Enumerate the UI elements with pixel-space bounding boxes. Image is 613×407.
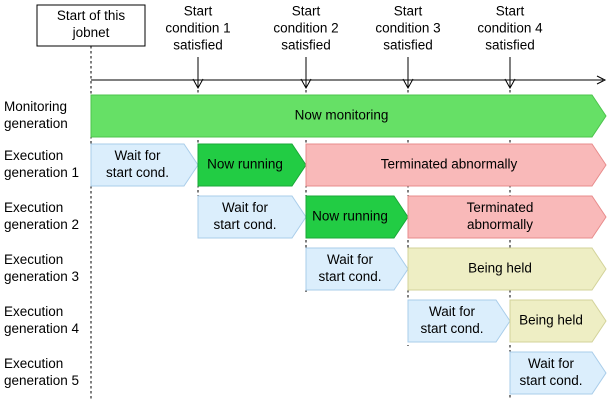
state-label-wait-line: start cond. <box>519 373 582 388</box>
state-label-wait-line: Wait for <box>222 200 269 215</box>
timeline-header: Start of this jobnet Start condition 1 satis… <box>36 4 607 90</box>
row-label-line: Execution <box>4 200 63 215</box>
row-label-line: generation 3 <box>4 269 79 284</box>
state-label-held: Being held <box>468 261 532 276</box>
state-label-running-line: Now running <box>312 209 388 224</box>
state-label-abnormal-wrapped-line: abnormally <box>467 217 533 232</box>
condition-2-arrowhead <box>300 78 312 90</box>
row-label-line: Execution <box>4 304 63 319</box>
state-bar-running <box>305 195 409 239</box>
condition-4-label-line: Start <box>496 4 525 19</box>
condition-4-arrowhead <box>504 78 516 90</box>
jobnet-start-label-line: jobnet <box>72 25 110 40</box>
state-label-held: Being held <box>519 313 583 328</box>
state-label-abnormal-line: Terminated abnormally <box>381 157 518 172</box>
condition-1-arrowhead <box>192 78 204 90</box>
state-bar-held <box>509 299 607 343</box>
state-label-wait: Wait for start cond. <box>213 200 276 232</box>
condition-2-label: Start condition 2 satisfied <box>273 4 338 53</box>
state-bar-wait <box>197 195 307 239</box>
state-label-held-line: Being held <box>519 313 583 328</box>
state-label-running: Now running <box>207 157 283 172</box>
state-label-running-line: Now running <box>207 157 283 172</box>
state-label-wait: Wait for start cond. <box>318 252 381 284</box>
state-label-wait-line: Wait for <box>429 304 476 319</box>
state-bar-wait <box>305 247 409 291</box>
condition-2-label-line: condition 2 <box>273 21 338 36</box>
state-bar-monitoring <box>90 94 607 138</box>
state-label-abnormal-wrapped-line: Terminated <box>467 200 534 215</box>
condition-3-label-line: Start <box>394 4 423 19</box>
condition-3-label-line: condition 3 <box>375 21 440 36</box>
state-label-wait-line: Wait for <box>114 148 161 163</box>
state-label-wait-line: start cond. <box>420 321 483 336</box>
state-label-wait-line: Wait for <box>528 356 575 371</box>
condition-1-label: Start condition 1 satisfied <box>165 4 230 53</box>
row-label-line: generation <box>4 116 68 131</box>
state-bar-abnormal <box>305 143 607 187</box>
time-axis-arrowhead <box>596 75 607 85</box>
row-label-line: generation 5 <box>4 373 79 388</box>
row-label-line: generation 2 <box>4 217 79 232</box>
state-label-monitoring-line: Now monitoring <box>295 108 389 123</box>
state-label-wait: Wait for start cond. <box>420 304 483 336</box>
state-label-abnormal-wrapped: Terminated abnormally <box>467 200 534 232</box>
state-label-wait-line: start cond. <box>318 269 381 284</box>
condition-1-label-line: Start <box>184 4 213 19</box>
row-label-line: Execution <box>4 356 63 371</box>
condition-1-label-line: satisfied <box>173 38 223 53</box>
jobnet-start-label-line: Start of this <box>57 8 126 23</box>
state-bar-wait <box>90 143 199 187</box>
row-label: Monitoring generation <box>4 99 68 131</box>
state-label-wait-line: Wait for <box>327 252 374 267</box>
state-label-running: Now running <box>312 209 388 224</box>
condition-4-label-line: condition 4 <box>477 21 543 36</box>
state-label-wait-line: start cond. <box>213 217 276 232</box>
state-bar-running <box>197 143 307 187</box>
condition-4-label-line: satisfied <box>485 38 535 53</box>
state-label-abnormal: Terminated abnormally <box>381 157 518 172</box>
state-label-wait: Wait for start cond. <box>519 356 582 388</box>
condition-2-label-line: Start <box>292 4 321 19</box>
state-label-held-line: Being held <box>468 261 532 276</box>
state-bar-wait <box>407 299 511 343</box>
row-label-line: Execution <box>4 148 63 163</box>
state-label-wait: Wait for start cond. <box>106 148 169 180</box>
condition-1-label-line: condition 1 <box>165 21 230 36</box>
state-label-wait-line: start cond. <box>106 165 169 180</box>
condition-3-label-line: satisfied <box>383 38 433 53</box>
row-label: Execution generation 3 <box>4 252 79 284</box>
row-label: Execution generation 5 <box>4 356 79 388</box>
state-label-monitoring: Now monitoring <box>295 108 389 123</box>
state-bar-abnormal-wrapped <box>407 195 607 239</box>
row-label-line: generation 4 <box>4 321 80 336</box>
row-label-line: Monitoring <box>4 99 67 114</box>
row-label: Execution generation 1 <box>4 148 79 180</box>
row-label: Execution generation 2 <box>4 200 79 232</box>
jobnet-start-box <box>36 4 146 47</box>
condition-4-label: Start condition 4 satisfied <box>477 4 543 53</box>
condition-3-label: Start condition 3 satisfied <box>375 4 440 53</box>
state-bar-wait <box>509 351 607 395</box>
row-label: Execution generation 4 <box>4 304 80 336</box>
row-label-line: Execution <box>4 252 63 267</box>
condition-3-arrowhead <box>402 78 414 90</box>
condition-2-label-line: satisfied <box>281 38 331 53</box>
row-label-line: generation 1 <box>4 165 79 180</box>
jobnet-start-label: Start of this jobnet <box>57 8 126 40</box>
state-bar-held <box>407 247 607 291</box>
